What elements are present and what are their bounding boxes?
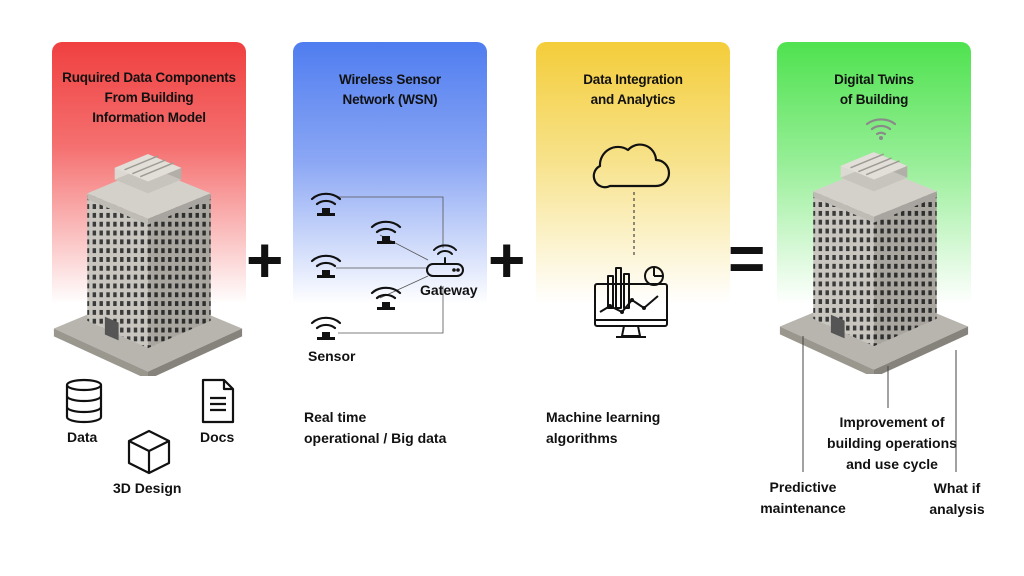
caption-line: analysis	[929, 501, 985, 517]
document-icon	[201, 378, 235, 424]
wifi-icon	[865, 118, 897, 140]
panel-wsn	[293, 42, 487, 304]
cloud-icon	[592, 143, 671, 189]
wifi-sensor-icon	[370, 220, 402, 244]
design-label: 3D Design	[113, 480, 182, 496]
improvement-label: Improvement of building operations and u…	[812, 412, 972, 475]
cube-icon	[127, 429, 171, 475]
plus-operator: +	[488, 224, 526, 296]
title-line: Wireless Sensor	[339, 72, 441, 87]
title-line: Data Integration	[583, 72, 683, 87]
panel-title-digital-twin: Digital Twins of Building	[777, 70, 971, 110]
predictive-label: Predictive maintenance	[752, 477, 854, 519]
title-line: Information Model	[92, 110, 206, 125]
equals-operator: =	[728, 222, 766, 294]
caption-line: maintenance	[760, 500, 846, 516]
plus-operator: +	[246, 224, 284, 296]
sensor-label: Sensor	[308, 348, 356, 364]
title-line: of Building	[839, 92, 909, 107]
connector-line	[633, 192, 635, 258]
whatif-label: What if analysis	[922, 478, 992, 520]
wifi-sensor-icon	[370, 286, 402, 310]
panel-analytics	[536, 42, 730, 304]
monitor-chart-icon	[594, 266, 668, 338]
caption-line: operational / Big data	[304, 430, 447, 446]
panel-title-analytics: Data Integration and Analytics	[536, 70, 730, 110]
data-label: Data	[67, 429, 98, 445]
title-line: Network (WSN)	[342, 92, 438, 107]
twin-connectors	[802, 336, 957, 472]
wifi-sensor-icon	[310, 254, 342, 278]
caption-line: Machine learning	[546, 409, 661, 425]
caption-line: Improvement of	[839, 414, 945, 430]
caption-line: and use cycle	[846, 456, 938, 472]
gateway-label: Gateway	[420, 282, 478, 298]
caption-line: What if	[933, 480, 981, 496]
analytics-caption: Machine learning algorithms	[546, 407, 660, 449]
caption-line: building operations	[827, 435, 957, 451]
title-line: Ruquired Data Components	[62, 70, 236, 85]
docs-label: Docs	[200, 429, 235, 445]
building-icon	[53, 153, 243, 376]
caption-line: algorithms	[546, 430, 618, 446]
title-line: and Analytics	[590, 92, 676, 107]
panel-title-bim: Ruquired Data Components From Building I…	[52, 68, 246, 128]
caption-line: Real time	[304, 409, 367, 425]
caption-line: Predictive	[769, 479, 837, 495]
title-line: Digital Twins	[834, 72, 914, 87]
wsn-caption: Real time operational / Big data	[304, 407, 446, 449]
panel-title-wsn: Wireless Sensor Network (WSN)	[293, 70, 487, 110]
wifi-sensor-icon	[310, 192, 342, 216]
wifi-sensor-icon	[310, 316, 342, 340]
title-line: From Building	[104, 90, 194, 105]
router-icon	[426, 244, 464, 277]
database-icon	[65, 378, 103, 424]
